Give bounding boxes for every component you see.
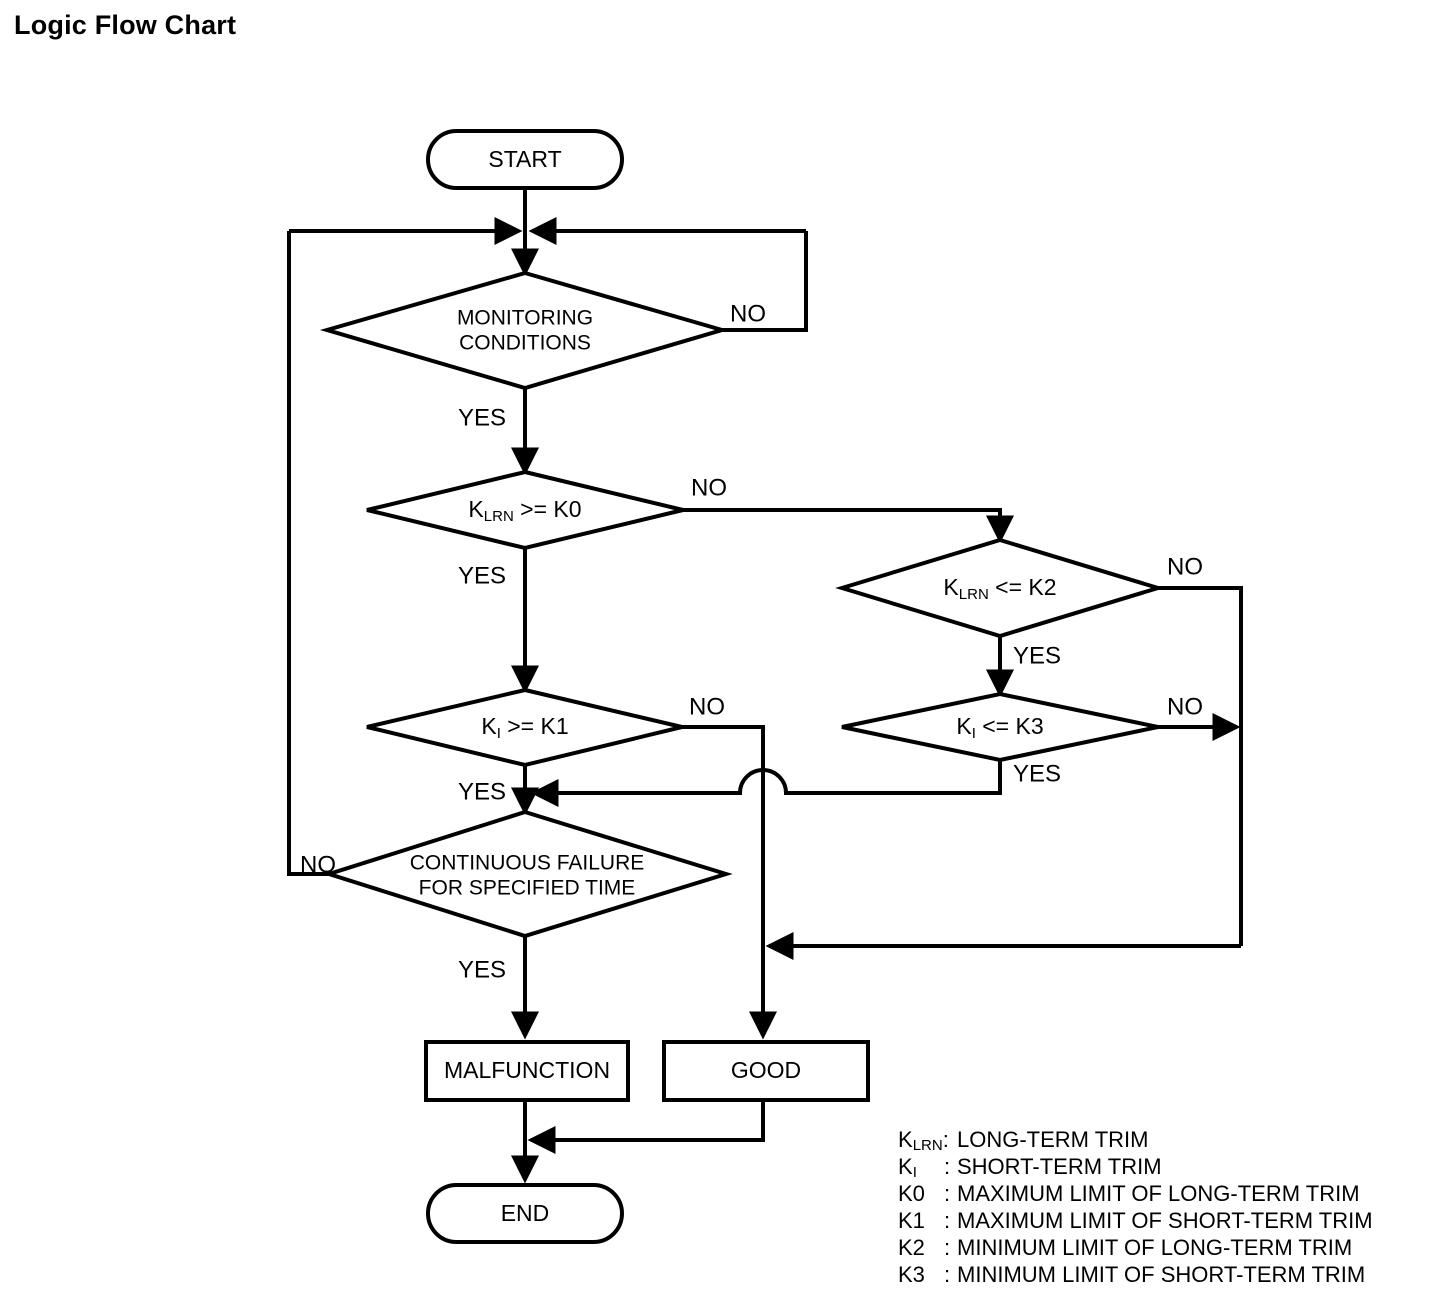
ki-ge-k1-subscript: I (497, 725, 501, 742)
legend-sep-2: : (944, 1181, 950, 1206)
legend-key-base-1: K (898, 1154, 913, 1179)
legend-desc-3: MAXIMUM LIMIT OF SHORT-TERM TRIM (957, 1208, 1373, 1233)
ki-le-k3-base: K (956, 713, 972, 739)
edge-label-ki-le-k3-no: NO (1167, 693, 1203, 720)
start-label: START (488, 146, 561, 172)
node-end[interactable]: END (426, 1183, 624, 1244)
legend-key-2: K0 (898, 1181, 925, 1206)
edge-label-klrn-le-k2-no: NO (1167, 553, 1203, 580)
legend-desc-0: LONG-TERM TRIM (957, 1127, 1148, 1152)
monitoring-conditions-label-line2: CONDITIONS (459, 332, 591, 355)
node-continuous-failure[interactable]: CONTINUOUS FAILURE FOR SPECIFIED TIME (322, 809, 733, 939)
legend-key-sub-1: I (913, 1164, 917, 1181)
node-monitoring-conditions[interactable]: MONITORING CONDITIONS (319, 270, 730, 391)
klrn-le-k2-subscript: LRN (959, 586, 989, 603)
legend-key-5: K3 (898, 1262, 925, 1287)
klrn-ge-k0-tail: >= K0 (514, 496, 582, 522)
ki-le-k3-label: KI <= K3 (956, 713, 1043, 742)
legend-desc-1: SHORT-TERM TRIM (957, 1154, 1162, 1179)
edge-label-monitoring-yes: YES (458, 404, 506, 431)
ki-le-k3-subscript: I (972, 725, 976, 742)
node-start[interactable]: START (426, 129, 624, 190)
page-title: Logic Flow Chart (14, 10, 237, 40)
malfunction-shape (424, 1040, 630, 1102)
good-label: GOOD (731, 1057, 801, 1083)
klrn-le-k2-shape (835, 537, 1165, 639)
node-klrn-le-k2[interactable]: KLRN <= K2 (835, 537, 1165, 639)
legend-key-4: K2 (898, 1235, 925, 1260)
legend-key-sub-0: LRN (913, 1137, 943, 1154)
edge-label-continuous-failure-yes: YES (458, 956, 506, 983)
klrn-le-k2-label: KLRN <= K2 (943, 574, 1056, 603)
continuous-failure-label-line1: CONTINUOUS FAILURE (410, 852, 645, 875)
end-label: END (501, 1200, 550, 1226)
legend-key-base-0: K (898, 1127, 913, 1152)
edge-label-klrn-le-k2-yes: YES (1013, 642, 1061, 669)
ki-ge-k1-base: K (481, 713, 497, 739)
end-shape (426, 1183, 624, 1244)
legend-desc-4: MINIMUM LIMIT OF LONG-TERM TRIM (957, 1235, 1352, 1260)
edge-klrn-le-k2-no (1158, 586, 1243, 946)
monitoring-conditions-shape (319, 270, 730, 391)
edge-klrn-ge-k0-no (683, 508, 1014, 544)
edge-label-klrn-ge-k0-no: NO (691, 474, 727, 501)
klrn-ge-k0-subscript: LRN (484, 508, 514, 525)
node-klrn-ge-k0[interactable]: KLRN >= K0 (366, 469, 684, 551)
klrn-le-k2-tail: <= K2 (989, 574, 1057, 600)
legend-desc-5: MINIMUM LIMIT OF SHORT-TERM TRIM (957, 1262, 1365, 1287)
legend-row: K2 : MINIMUM LIMIT OF LONG-TERM TRIM (898, 1235, 1352, 1260)
ki-ge-k1-label: KI >= K1 (481, 713, 568, 742)
legend-key-1: KI (898, 1154, 917, 1181)
connector-layer (287, 188, 1243, 1184)
klrn-ge-k0-shape (366, 469, 684, 551)
legend-row: KLRN: LONG-TERM TRIM (898, 1127, 1148, 1154)
edge-ki-ge-k1-no (682, 725, 777, 1040)
legend-key-0: KLRN: (898, 1127, 949, 1154)
continuous-failure-shape (322, 809, 733, 939)
edge-label-klrn-ge-k0-yes: YES (458, 562, 506, 589)
continuous-failure-label-line2: FOR SPECIFIED TIME (419, 877, 636, 900)
ki-ge-k1-shape (366, 687, 683, 768)
start-shape (426, 129, 624, 190)
edge-label-layer: NO YES NO YES NO YES NO YES NO YES NO YE… (300, 300, 1203, 983)
edge-continuous-failure-no (287, 231, 329, 876)
node-ki-le-k3[interactable]: KI <= K3 (841, 691, 1159, 763)
legend-key-3: K1 (898, 1208, 925, 1233)
ki-ge-k1-tail: >= K1 (501, 713, 569, 739)
edge-good-to-end (527, 1100, 765, 1154)
malfunction-label: MALFUNCTION (444, 1057, 610, 1083)
edge-monitoring-no (722, 231, 808, 332)
legend-key-sep-0: : (943, 1127, 949, 1152)
edge-label-ki-le-k3-yes: YES (1013, 760, 1061, 787)
legend-sep-5: : (944, 1262, 950, 1287)
ki-le-k3-shape (841, 691, 1159, 763)
legend-row: KI : SHORT-TERM TRIM (898, 1154, 1162, 1181)
edge-ki-le-k3-yes (530, 760, 1002, 807)
klrn-ge-k0-base: K (468, 496, 484, 522)
klrn-ge-k0-label: KLRN >= K0 (468, 496, 581, 525)
edge-label-continuous-failure-no: NO (300, 851, 336, 878)
legend: KLRN: LONG-TERM TRIM KI : SHORT-TERM TRI… (898, 1127, 1373, 1287)
legend-sep-4: : (944, 1235, 950, 1260)
node-malfunction[interactable]: MALFUNCTION (424, 1040, 630, 1102)
legend-sep-3: : (944, 1208, 950, 1233)
node-ki-ge-k1[interactable]: KI >= K1 (366, 687, 683, 768)
legend-row: K1 : MAXIMUM LIMIT OF SHORT-TERM TRIM (898, 1208, 1373, 1233)
edge-label-monitoring-no: NO (730, 300, 766, 327)
monitoring-conditions-label-line1: MONITORING (457, 307, 593, 330)
legend-row: K0 : MAXIMUM LIMIT OF LONG-TERM TRIM (898, 1181, 1360, 1206)
legend-sep-1: : (944, 1154, 950, 1179)
legend-row: K3 : MINIMUM LIMIT OF SHORT-TERM TRIM (898, 1262, 1365, 1287)
klrn-le-k2-base: K (943, 574, 959, 600)
node-good[interactable]: GOOD (662, 1040, 870, 1102)
legend-desc-2: MAXIMUM LIMIT OF LONG-TERM TRIM (957, 1181, 1360, 1206)
edge-label-ki-ge-k1-yes: YES (458, 778, 506, 805)
ki-le-k3-tail: <= K3 (976, 713, 1044, 739)
edge-label-ki-ge-k1-no: NO (689, 693, 725, 720)
good-shape (662, 1040, 870, 1102)
